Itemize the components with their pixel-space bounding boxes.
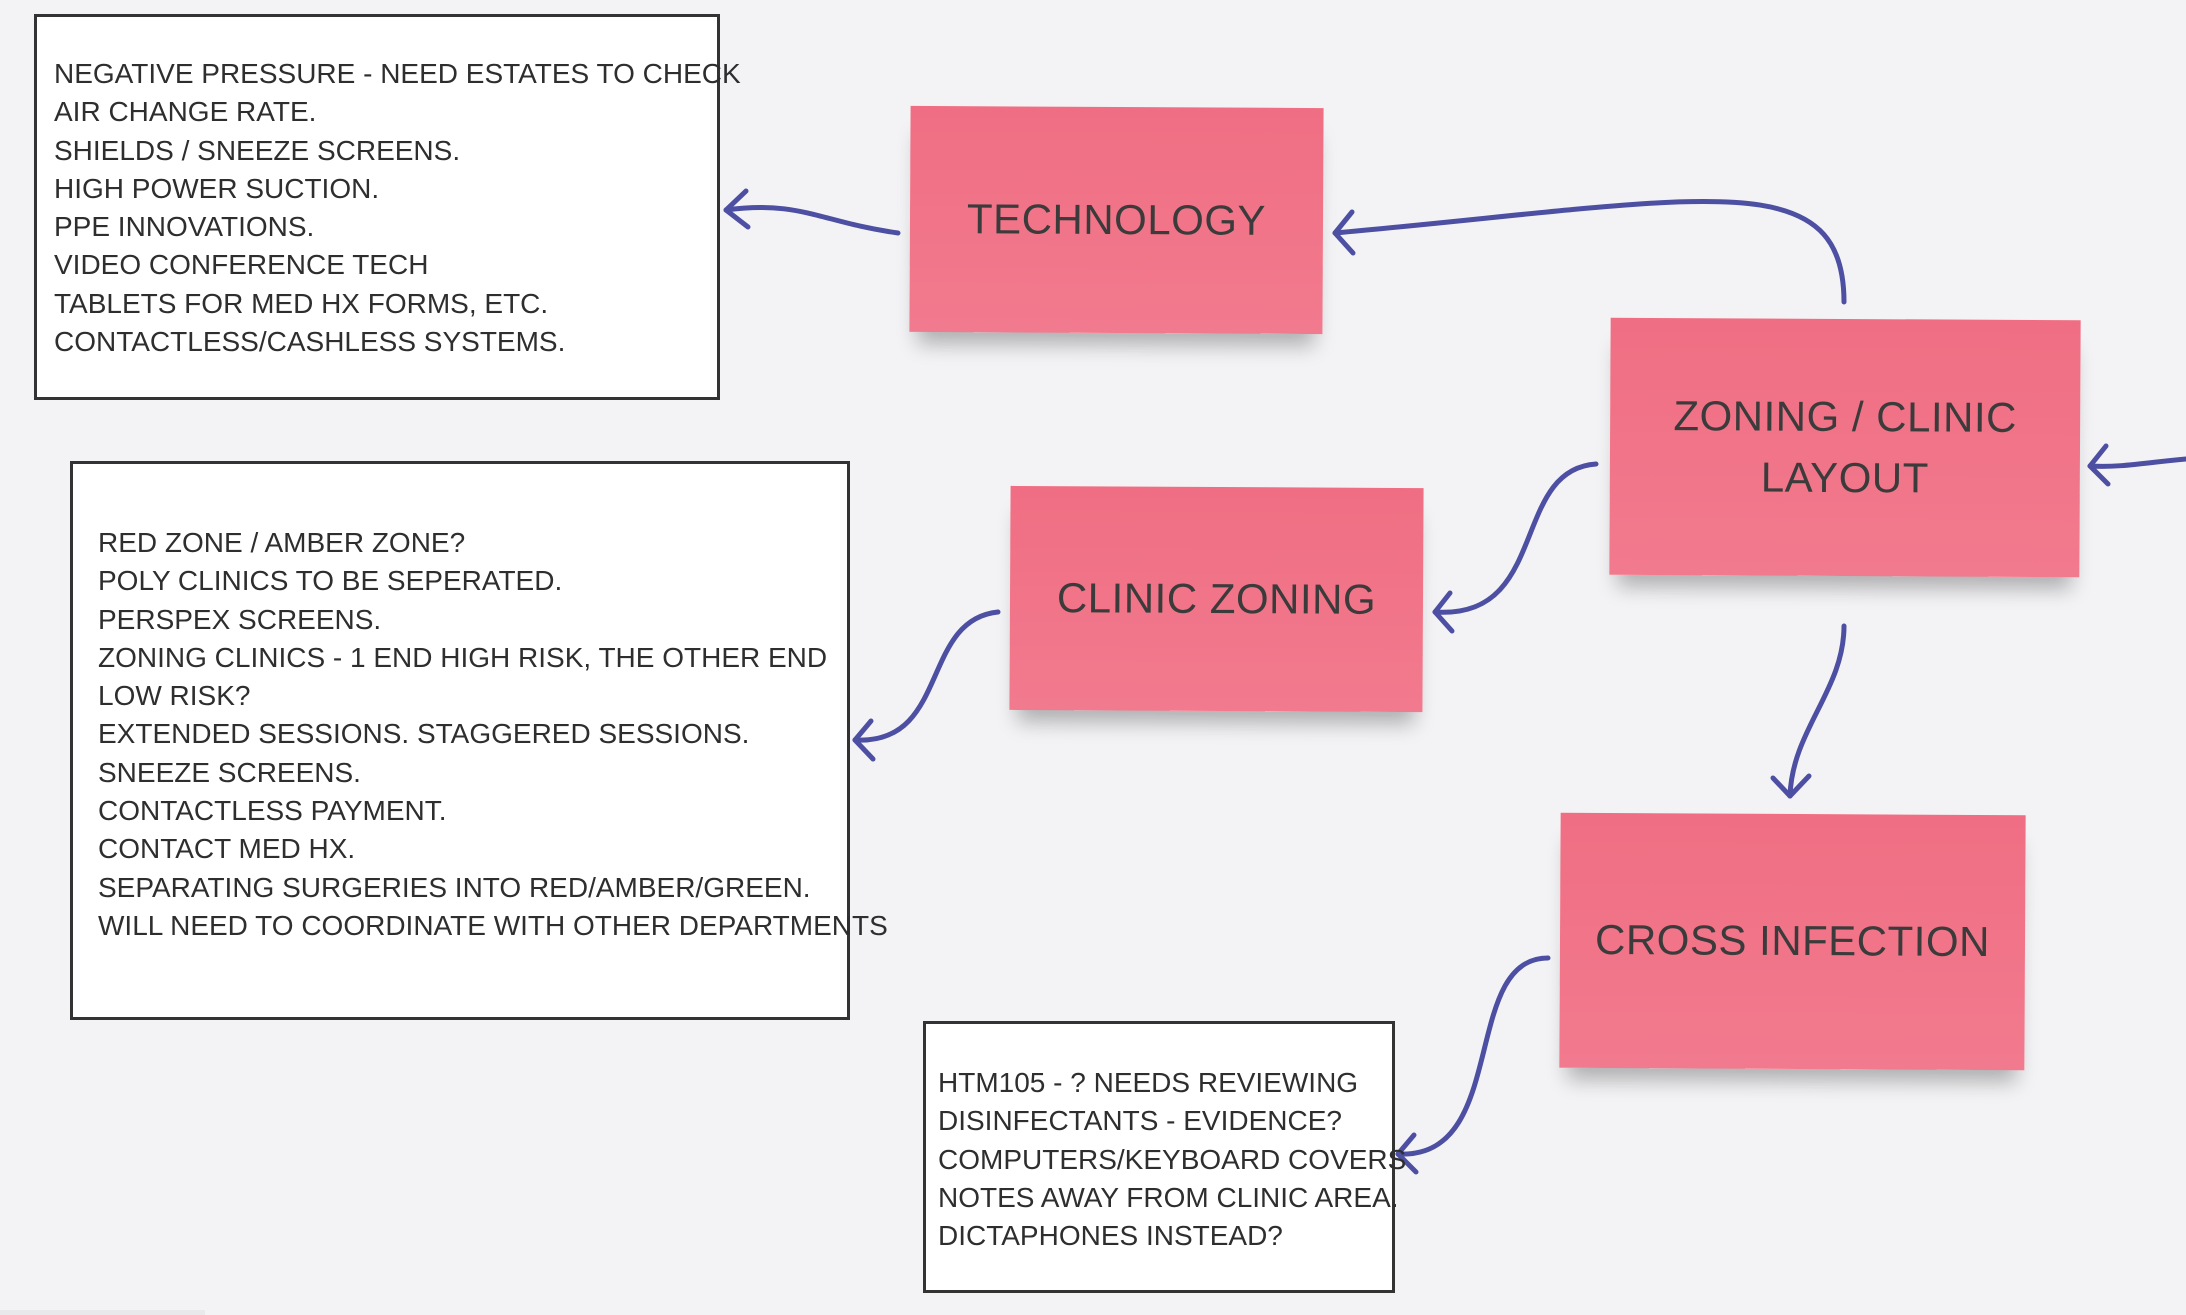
- note-line: LOW RISK?: [98, 680, 251, 712]
- connector-zoning-to-technology[interactable]: [1332, 198, 1847, 305]
- sticky-technology-label: TECHNOLOGY: [966, 194, 1267, 244]
- note-line: CONTACTLESS PAYMENT.: [98, 795, 447, 827]
- note-line: COMPUTERS/KEYBOARD COVERS: [938, 1143, 1407, 1175]
- connector-clinic-zoning-to-notes[interactable]: [852, 609, 1001, 743]
- sticky-note-cross-infection[interactable]: CROSS INFECTION: [1559, 812, 2026, 1071]
- note-line: POLY CLINICS TO BE SEPERATED.: [98, 565, 563, 597]
- note-line: EXTENDED SESSIONS. STAGGERED SESSIONS.: [98, 718, 750, 750]
- sticky-cross-infection-label: CROSS INFECTION: [1594, 916, 1991, 966]
- sticky-zoning-label-line2: LAYOUT: [1760, 453, 1929, 501]
- text-box-clinic-zoning-notes[interactable]: RED ZONE / AMBER ZONE? POLY CLINICS TO B…: [70, 461, 888, 1020]
- note-line: SNEEZE SCREENS.: [98, 756, 361, 788]
- note-line: ZONING CLINICS - 1 END HIGH RISK, THE OT…: [98, 641, 828, 673]
- connector-cross-infection-to-notes[interactable]: [1395, 955, 1551, 1157]
- note-line: HIGH POWER SUCTION.: [54, 172, 380, 204]
- note-line: VIDEO CONFERENCE TECH: [54, 249, 429, 281]
- note-line: RED ZONE / AMBER ZONE?: [98, 527, 466, 558]
- connector-technology-to-notes[interactable]: [723, 205, 901, 236]
- arrowhead-clinic-zoning-notes: [852, 718, 876, 762]
- note-line: DICTAPHONES INSTEAD?: [938, 1220, 1283, 1252]
- connector-zoning-to-cross-infection[interactable]: [1787, 623, 1847, 799]
- note-line: TABLETS FOR MED HX FORMS, ETC.: [54, 287, 549, 319]
- text-box-cross-infection-notes[interactable]: HTM105 - ? NEEDS REVIEWING DISINFECTANTS…: [923, 1021, 1407, 1293]
- sticky-note-zoning-clinic-layout[interactable]: ZONING / CLINIC LAYOUT: [1609, 317, 2081, 578]
- note-line: PERSPEX SCREENS.: [98, 603, 382, 635]
- sticky-note-clinic-zoning[interactable]: CLINIC ZONING: [1009, 485, 1424, 713]
- note-line: DISINFECTANTS - EVIDENCE?: [938, 1105, 1342, 1137]
- sticky-zoning-label-line1: ZONING / CLINIC: [1673, 391, 2018, 441]
- sticky-clinic-zoning-label: CLINIC ZONING: [1056, 573, 1377, 623]
- note-line: CONTACTLESS/CASHLESS SYSTEMS.: [54, 326, 566, 358]
- note-line: HTM105 - ? NEEDS REVIEWING: [938, 1067, 1359, 1098]
- arrowhead-technology: [1332, 209, 1356, 256]
- arrowhead-cross-infection: [1770, 773, 1812, 799]
- connector-incoming-zoning[interactable]: [2087, 456, 2186, 469]
- note-line: SHIELDS / SNEEZE SCREENS.: [54, 134, 461, 166]
- arrowhead-zoning-incoming: [2087, 443, 2111, 487]
- note-line: CONTACT MED HX.: [98, 833, 356, 865]
- note-line: NOTES AWAY FROM CLINIC AREA.: [938, 1181, 1399, 1213]
- arrowhead-clinic-zoning: [1432, 590, 1455, 634]
- note-line: SEPARATING SURGERIES INTO RED/AMBER/GREE…: [98, 871, 811, 903]
- connector-zoning-to-clinic-zoning[interactable]: [1432, 461, 1599, 615]
- note-line: AIR CHANGE RATE.: [54, 96, 317, 128]
- sticky-note-technology[interactable]: TECHNOLOGY: [909, 105, 1324, 335]
- canvas-edge-fragment: [0, 1310, 205, 1315]
- text-box-technology-notes[interactable]: NEGATIVE PRESSURE - NEED ESTATES TO CHEC…: [34, 14, 741, 400]
- note-line: NEGATIVE PRESSURE - NEED ESTATES TO CHEC…: [54, 58, 741, 89]
- note-line: WILL NEED TO COORDINATE WITH OTHER DEPAR…: [98, 909, 888, 941]
- arrowhead-technology-notes: [723, 188, 751, 230]
- note-line: PPE INNOVATIONS.: [54, 211, 315, 243]
